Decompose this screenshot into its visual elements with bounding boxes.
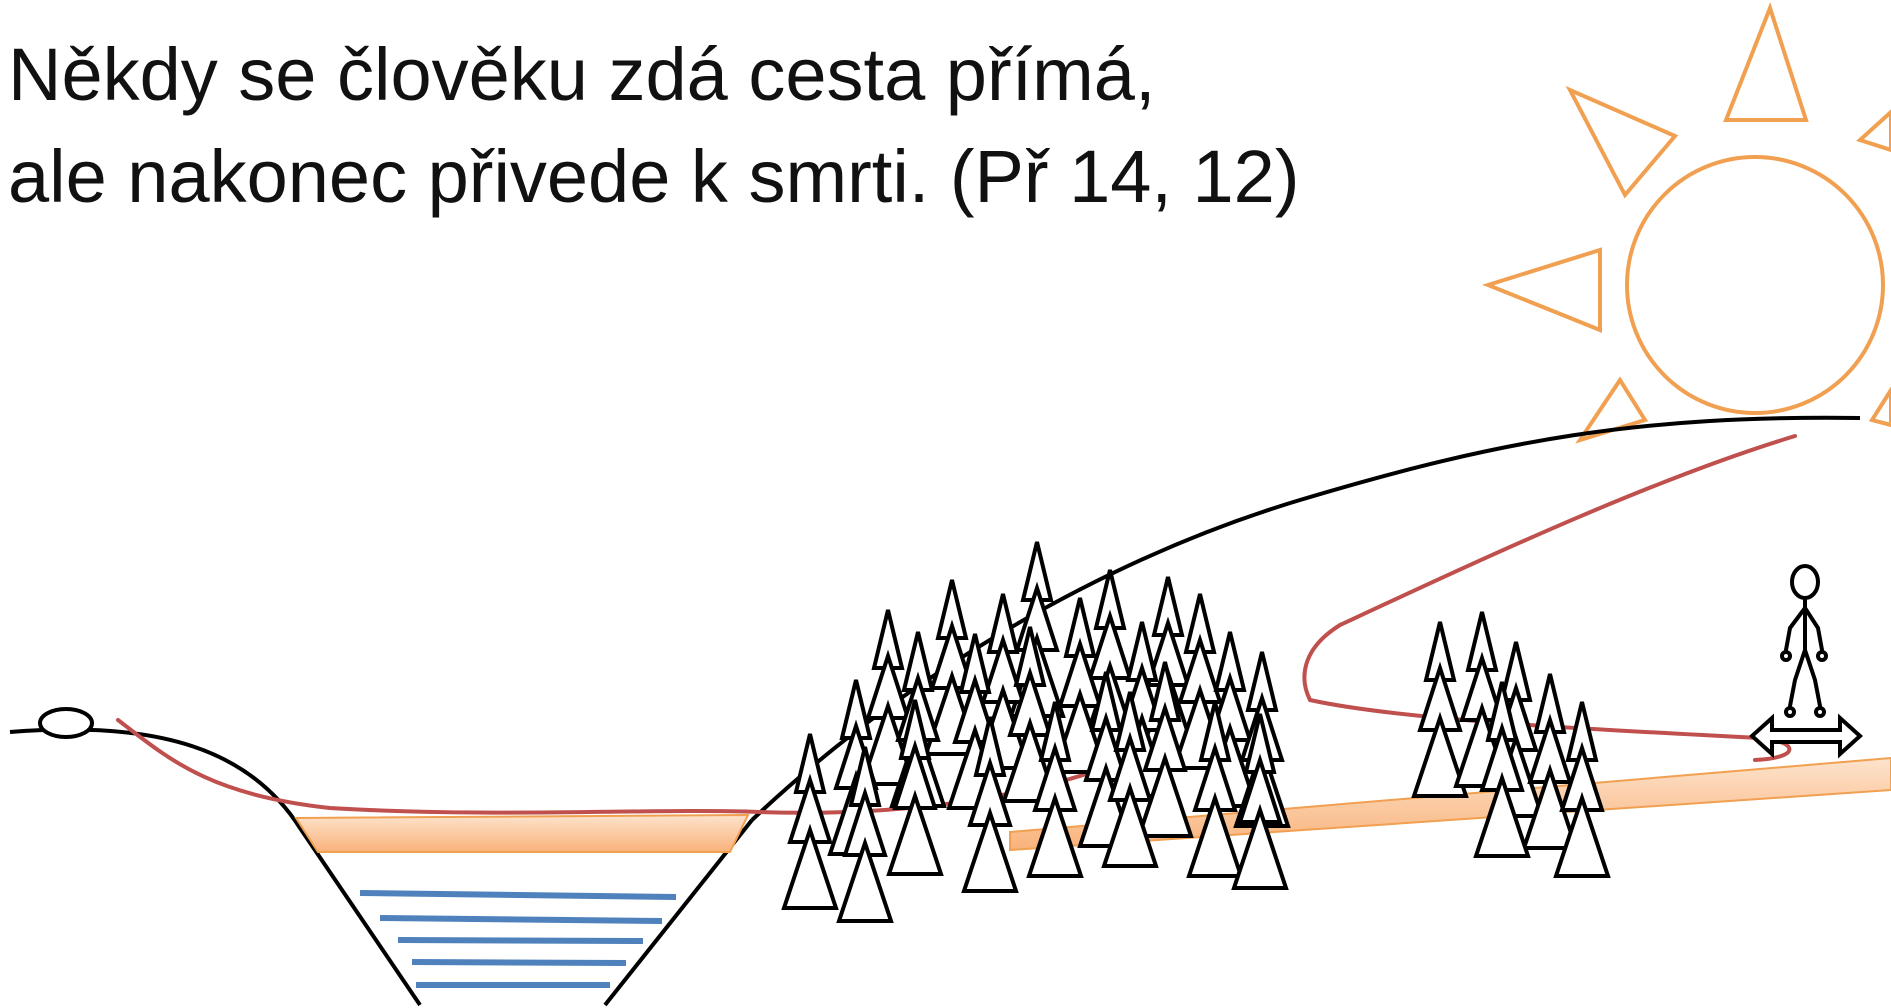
water-lines (359, 890, 677, 988)
winding-path (116, 434, 1797, 815)
stick-figure-icon (1780, 564, 1828, 718)
quote-line-2: ale nakonec přivede k smrti. (Př 14, 12) (8, 135, 1300, 218)
valley-outline (9, 727, 754, 1007)
quote-text: Někdy se člověku zdá cesta přímá, ale na… (8, 24, 1299, 228)
stone-icon (38, 707, 94, 739)
forest-cluster (782, 540, 1290, 923)
spruce-tree-icon (1412, 620, 1468, 798)
spruce-tree-icon (782, 732, 838, 910)
double-arrow-icon (1749, 713, 1863, 759)
road-right (1009, 756, 1891, 852)
tree-group-right (1412, 610, 1610, 878)
bridge (294, 813, 750, 853)
sun-icon (1482, 2, 1891, 444)
quote-line-1: Někdy se člověku zdá cesta přímá, (8, 33, 1156, 116)
